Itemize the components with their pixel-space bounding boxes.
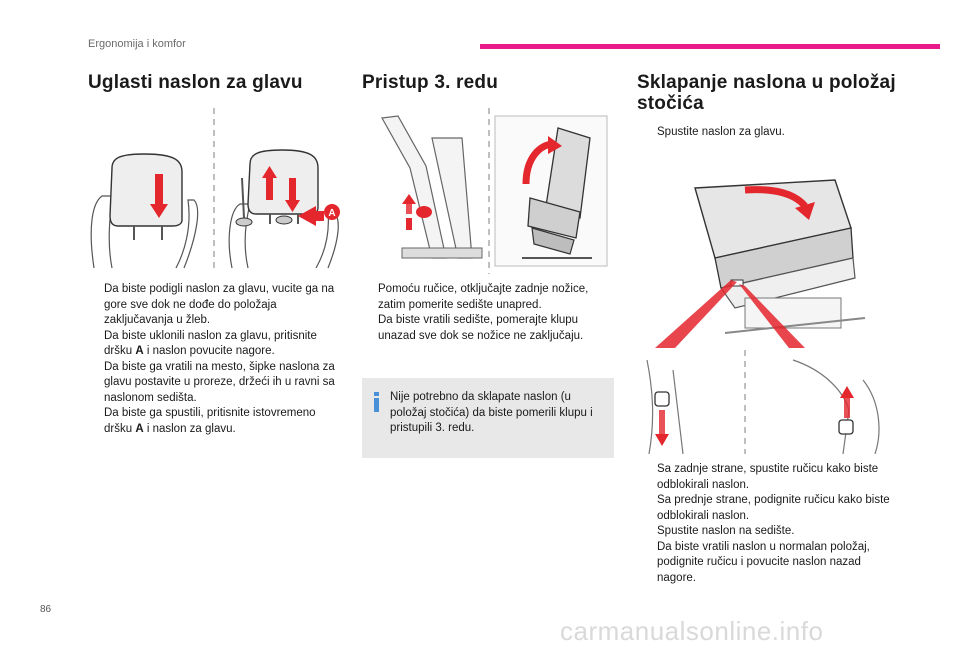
section-accent-bar [480, 44, 940, 49]
title-line-2: stočića [637, 93, 704, 114]
third-row-title: Pristup 3. redu [362, 72, 499, 93]
release-handle-illustration [646, 350, 880, 454]
title-line-1: Sklapanje naslona u položaj [637, 72, 896, 93]
headrest-illustration: A [90, 108, 340, 270]
list-item: Da biste ga vratili na mesto, šipke nasl… [104, 360, 335, 404]
list-item: Da biste vratili sedište, pomerajte klup… [378, 314, 584, 342]
watermark: carmanualsonline.info [560, 616, 824, 646]
callout-a: A [328, 208, 335, 219]
list-item: Spustite naslon za glavu. [657, 126, 785, 138]
headrest-title: Uglasti naslon za glavu [88, 72, 303, 93]
section-label: Ergonomija i komfor [88, 38, 186, 50]
folded-seat-illustration [655, 179, 866, 348]
headrest-instructions: Da biste podigli naslon za glavu, vucite… [88, 282, 338, 437]
third-row-instructions: Pomoću ručice, otključajte zadnje nožice… [362, 282, 610, 344]
list-item: Sa zadnje strane, spustite ručicu kako b… [657, 463, 879, 491]
info-note: Nije potrebno da sklapate naslon (u polo… [362, 378, 614, 458]
info-note-text: Nije potrebno da sklapate naslon (u polo… [390, 391, 593, 434]
seat-slide-illustration [381, 108, 608, 274]
list-item: Spustite naslon na sedište. [657, 525, 795, 537]
table-position-intro: Spustite naslon za glavu. [641, 125, 891, 141]
table-position-instructions: Sa zadnje strane, spustite ručicu kako b… [641, 462, 891, 586]
list-item: Pomoću ručice, otključajte zadnje nožice… [378, 283, 589, 311]
list-item: Da biste uklonili naslon za glavu, priti… [104, 329, 317, 358]
list-item: Da biste podigli naslon za glavu, vucite… [104, 283, 335, 326]
list-item: Da biste vratili naslon u normalan polož… [657, 540, 870, 584]
table-position-title: Sklapanje naslona u položaj stočića [637, 72, 896, 114]
list-item: Da biste ga spustili, pritisnite istovre… [104, 407, 316, 435]
info-icon [374, 392, 379, 412]
list-item: Sa prednje strane, podignite ručicu kako… [657, 494, 890, 522]
page-number: 86 [40, 604, 52, 615]
